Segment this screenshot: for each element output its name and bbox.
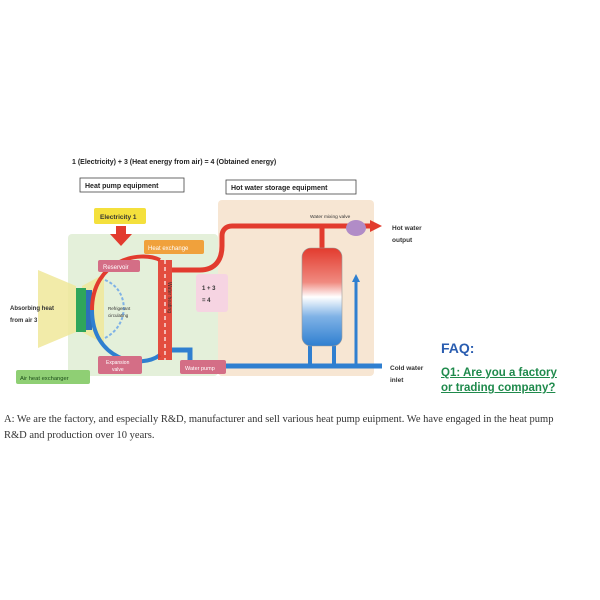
hot-water-output-label-2: output bbox=[392, 237, 413, 244]
heat-pump-header-box bbox=[79, 177, 185, 193]
heat-exchange-badge bbox=[144, 240, 204, 254]
cold-water-inlet-label-1: Cold water bbox=[390, 365, 424, 372]
faq-title: FAQ: bbox=[441, 340, 475, 356]
expansion-label-2: valve bbox=[112, 367, 124, 373]
hot-water-pipe bbox=[172, 223, 370, 273]
storage-tank bbox=[301, 247, 343, 347]
refrigerant-label-1: Refrigerant bbox=[108, 306, 131, 311]
air-exchanger-core bbox=[76, 288, 86, 332]
sum-line-1: 1 + 3 bbox=[202, 286, 216, 292]
cold-riser-arrow bbox=[352, 274, 360, 282]
air-exchanger-core-2 bbox=[86, 290, 92, 330]
heat-pump-header: Heat pump equipment bbox=[85, 183, 159, 190]
faq-question-link[interactable]: Q1: Are you a factory or trading company… bbox=[441, 367, 557, 394]
hot-water-arrow bbox=[370, 220, 382, 232]
heat-pump-diagram: 1 (Electricity) + 3 (Heat energy from ai… bbox=[10, 159, 424, 384]
water-heating-label: Water heating bbox=[166, 282, 172, 313]
expansion-label-1: Expansion bbox=[106, 360, 130, 366]
water-pump-label: Water pump bbox=[185, 366, 215, 372]
water-mixing-valve-label: Water mixing valve bbox=[310, 214, 351, 220]
reservoir-badge bbox=[98, 260, 140, 272]
absorbing-heat-label-1: Absorbing heat bbox=[10, 306, 54, 312]
refrigerant-inner bbox=[104, 279, 125, 339]
air-exchanger-label: Air heat exchanger bbox=[20, 376, 69, 382]
expansion-valve-badge bbox=[98, 356, 142, 374]
storage-header-box bbox=[225, 179, 357, 195]
refrigerant-label-2: circulating bbox=[108, 313, 129, 318]
tank-cold-return bbox=[308, 346, 336, 366]
faq-answer: A: We are the factory, and especially R&… bbox=[4, 414, 554, 441]
cold-water-pipe bbox=[172, 347, 382, 369]
equation-text: 1 (Electricity) + 3 (Heat energy from ai… bbox=[72, 159, 276, 166]
water-mixing-valve bbox=[346, 220, 366, 236]
sum-line-2: = 4 bbox=[202, 298, 211, 304]
electricity-label: Electricity 1 bbox=[100, 214, 137, 221]
absorbing-heat-label-2: from air 3 bbox=[10, 318, 38, 324]
cold-water-inlet-label-2: inlet bbox=[390, 377, 404, 384]
water-pump-badge bbox=[180, 360, 226, 374]
sum-badge bbox=[196, 274, 228, 312]
air-exchanger-badge bbox=[16, 370, 90, 384]
heat-exchange-label: Heat exchange bbox=[148, 246, 189, 252]
hot-water-output-label-1: Hot water bbox=[392, 225, 422, 232]
air-funnel-left bbox=[38, 270, 76, 348]
storage-header: Hot water storage equipment bbox=[231, 185, 328, 192]
reservoir-label: Reservoir bbox=[103, 265, 129, 271]
electricity-badge bbox=[94, 208, 146, 224]
electricity-arrow bbox=[110, 226, 132, 246]
